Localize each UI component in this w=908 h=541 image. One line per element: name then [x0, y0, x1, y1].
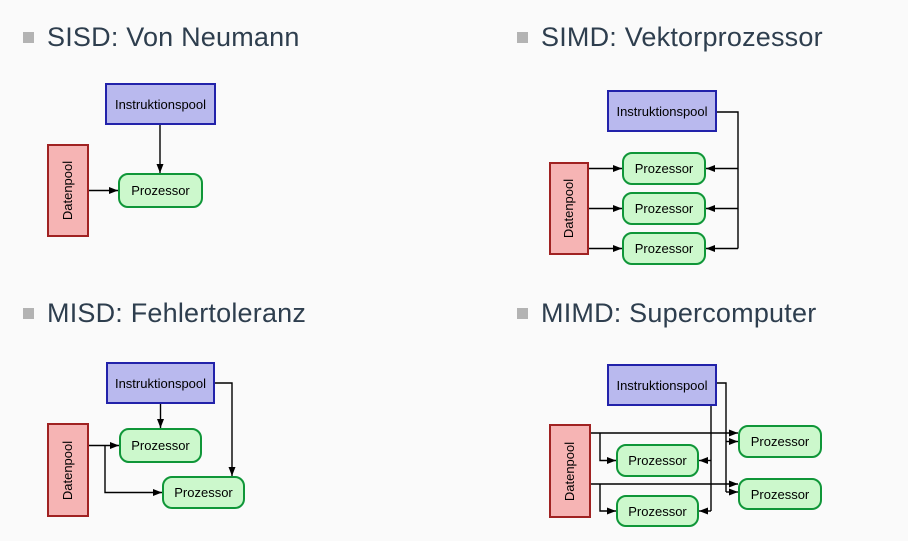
sisd-wires: [89, 125, 164, 194]
heading-mimd: MIMD: Supercomputer: [517, 298, 816, 328]
heading-misd-text: MISD: Fehlertoleranz: [47, 298, 307, 328]
heading-simd-text: SIMD: Vektorprozessor: [541, 22, 823, 52]
heading-sisd: SISD: Von Neumann: [23, 22, 300, 52]
heading-simd: SIMD: Vektorprozessor: [517, 22, 823, 52]
simd-wires: [589, 111, 739, 252]
instruction-pool-box: Instruktionspool: [607, 364, 717, 406]
instruction-pool-box: Instruktionspool: [607, 90, 717, 132]
data-pool-label: Datenpool: [60, 160, 76, 221]
data-pool-box: Datenpool: [549, 424, 591, 518]
mimd-wires: [591, 382, 738, 515]
heading-misd: MISD: Fehlertoleranz: [23, 298, 306, 328]
processor-box: Prozessor: [622, 192, 706, 225]
processor-box: Prozessor: [738, 425, 822, 458]
processor-box: Prozessor: [119, 428, 202, 463]
processor-box: Prozessor: [162, 476, 245, 509]
processor-box: Prozessor: [738, 478, 822, 510]
bullet-square-icon: [23, 31, 34, 43]
bullet-square-icon: [23, 307, 34, 319]
heading-sisd-text: SISD: Von Neumann: [47, 22, 300, 52]
data-pool-label: Datenpool: [561, 178, 577, 239]
processor-box: Prozessor: [622, 232, 706, 265]
bullet-square-icon: [517, 31, 528, 43]
data-pool-label: Datenpool: [562, 441, 578, 501]
data-pool-box: Datenpool: [549, 162, 589, 255]
processor-box: Prozessor: [118, 173, 203, 208]
data-pool-box: Datenpool: [47, 423, 89, 517]
instruction-pool-box: Instruktionspool: [106, 362, 215, 404]
misd-wires: [89, 382, 236, 496]
heading-mimd-text: MIMD: Supercomputer: [541, 298, 817, 328]
processor-box: Prozessor: [622, 152, 706, 185]
bullet-square-icon: [517, 307, 528, 319]
data-pool-box: Datenpool: [47, 144, 89, 237]
processor-box: Prozessor: [616, 495, 699, 527]
processor-box: Prozessor: [616, 444, 699, 477]
instruction-pool-box: Instruktionspool: [105, 83, 216, 125]
data-pool-label: Datenpool: [60, 440, 76, 500]
